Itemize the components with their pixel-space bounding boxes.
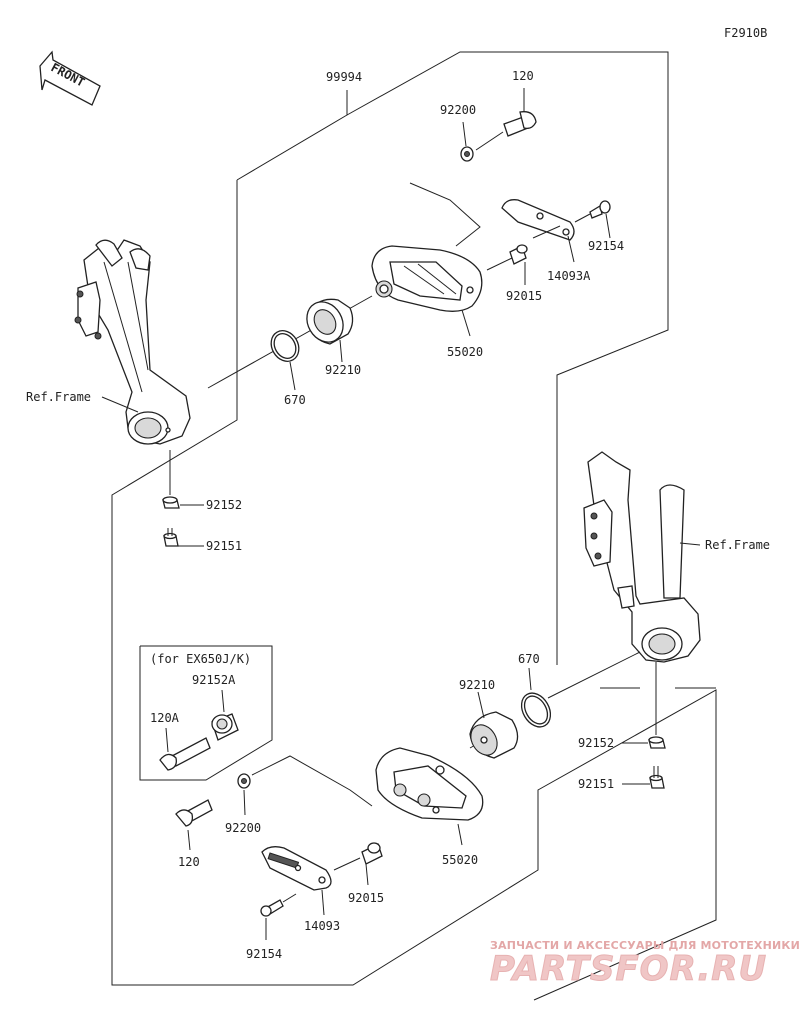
nut-left-part <box>162 496 180 509</box>
watermark-brand: PARTSFOR.RU <box>490 949 767 989</box>
nut-right-label: 92152 <box>578 736 614 750</box>
washer-bottom-label: 92200 <box>225 821 261 835</box>
washer-top-part <box>460 146 474 162</box>
collar-top-label: 92015 <box>506 289 542 303</box>
kit-label: 99994 <box>326 70 362 84</box>
right-frame-part <box>583 451 701 663</box>
spacer-top-part <box>306 298 354 345</box>
collar-top-part <box>509 244 528 265</box>
collar-bottom-part <box>361 842 383 865</box>
bolt-bottom-part <box>175 799 213 827</box>
plate-bottom-part <box>261 846 332 891</box>
bolt-top-label: 120 <box>512 69 534 83</box>
screw-top-label: 92154 <box>588 239 624 253</box>
plate-top-label: 14093A <box>547 269 591 283</box>
slider-top-part <box>371 245 483 312</box>
ref-frame-right-label: Ref.Frame <box>705 538 770 552</box>
bolt-left-part <box>163 528 179 547</box>
bolt-120a-part <box>159 737 211 771</box>
variant-part-92152a-label: 92152A <box>192 673 236 687</box>
bolt-top-part <box>503 111 537 137</box>
variant-box-title: (for EX650J/K) <box>150 652 251 666</box>
oring-bottom-label: 670 <box>518 652 540 666</box>
plate-top-part <box>501 199 575 241</box>
collar-92152a-part <box>211 713 239 741</box>
nut-right-part <box>648 736 666 749</box>
oring-top-label: 670 <box>284 393 306 407</box>
oring-bottom-part <box>520 692 552 728</box>
spacer-bottom-label: 92210 <box>459 678 495 692</box>
bolt-right-part <box>649 766 665 789</box>
spacer-bottom-part <box>469 711 519 759</box>
slider-bottom-label: 55020 <box>442 853 478 867</box>
oring-top-part <box>270 330 300 362</box>
plate-bottom-label: 14093 <box>304 919 340 933</box>
front-arrow-icon: FRONT <box>39 50 101 106</box>
slider-bottom-part <box>375 747 484 821</box>
spacer-top-label: 92210 <box>325 363 361 377</box>
ref-frame-left-label: Ref.Frame <box>26 390 91 404</box>
nut-left-label: 92152 <box>206 498 242 512</box>
washer-top-label: 92200 <box>440 103 476 117</box>
washer-bottom-part <box>237 773 251 789</box>
variant-box <box>139 645 273 781</box>
bolt-bottom-label: 120 <box>178 855 200 869</box>
bolt-left-label: 92151 <box>206 539 242 553</box>
left-frame-part <box>74 239 191 445</box>
bolt-right-label: 92151 <box>578 777 614 791</box>
variant-part-120a-label: 120A <box>150 711 180 725</box>
screw-bottom-label: 92154 <box>246 947 282 961</box>
screw-top-part <box>589 200 611 219</box>
watermark-tagline: ЗАПЧАСТИ И АКСЕССУАРЫ ДЛЯ МОТОТЕХНИКИ <box>490 939 800 952</box>
kit-outline <box>111 51 717 1001</box>
slider-top-label: 55020 <box>447 345 483 359</box>
diagram-id: F2910B <box>724 26 767 40</box>
collar-bottom-label: 92015 <box>348 891 384 905</box>
screw-bottom-part <box>260 899 284 917</box>
